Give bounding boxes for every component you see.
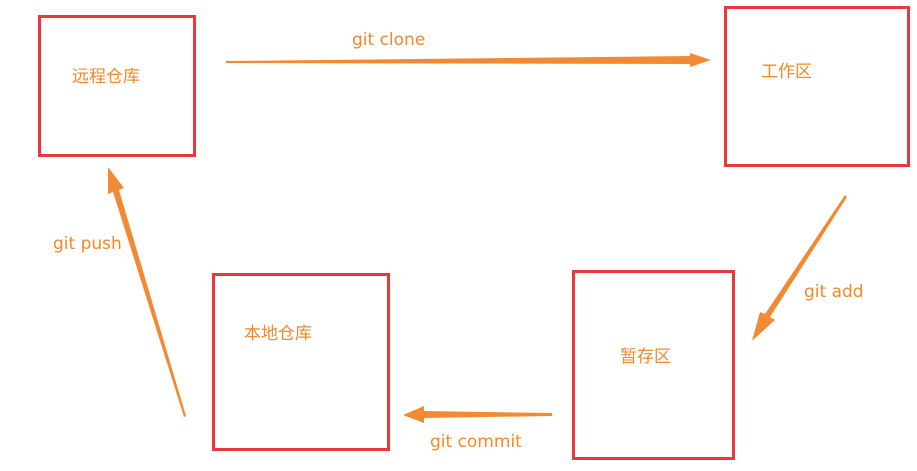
commit-arrow [403,406,552,423]
staging-label: 暂存区 [620,347,671,367]
staging-box: 暂存区 [572,270,735,460]
workspace-box: 工作区 [724,6,910,167]
clone-arrow [226,53,711,67]
remote-repo-label: 远程仓库 [72,67,140,87]
add-arrow [752,195,847,341]
git-clone-label: git clone [352,30,426,50]
local-repo-box: 本地仓库 [212,273,390,451]
local-repo-label: 本地仓库 [244,324,312,344]
push-arrow [108,167,186,417]
git-commit-label: git commit [430,432,522,452]
workspace-label: 工作区 [761,62,812,82]
git-push-label: git push [53,234,122,254]
git-add-label: git add [804,282,864,302]
remote-repo-box: 远程仓库 [38,15,196,157]
